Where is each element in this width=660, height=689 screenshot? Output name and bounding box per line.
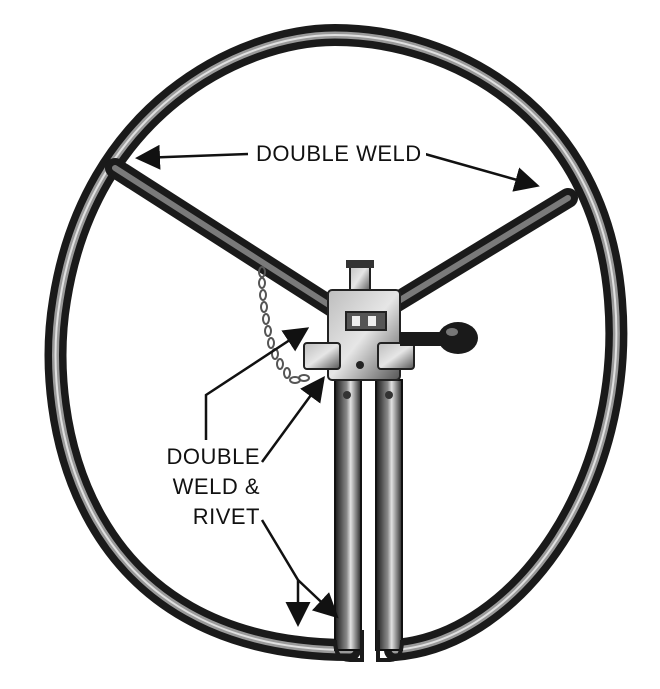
label-line: DOUBLE (166, 444, 260, 469)
left-spoke (105, 158, 350, 322)
top-label-arrows (135, 144, 540, 192)
hoop-ring (44, 23, 628, 661)
label-line: RIVET (192, 504, 260, 529)
left-label-arrows (204, 327, 339, 627)
double-weld-label: DOUBLE WELD (252, 141, 426, 167)
label-line: WELD & (172, 474, 260, 499)
double-weld-rivet-label: DOUBLE WELD & RIVET (160, 442, 260, 532)
handle-rods (333, 379, 404, 662)
right-spoke (382, 188, 578, 315)
clamp-assembly (303, 260, 478, 381)
